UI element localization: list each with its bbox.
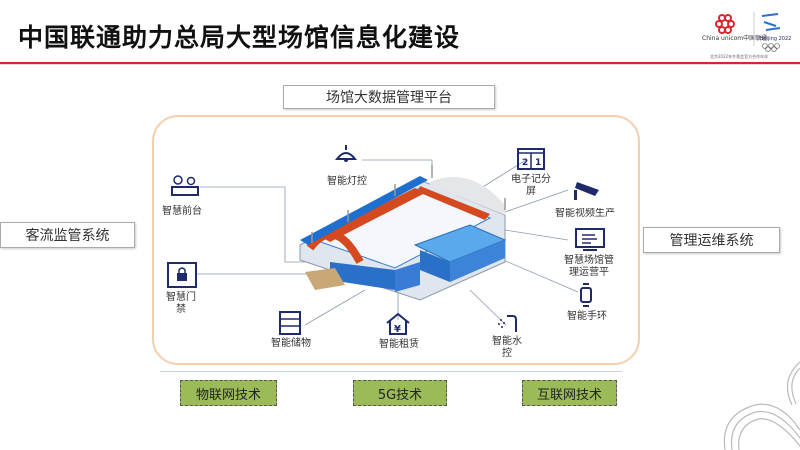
platform-box: 场馆大数据管理平台 xyxy=(283,85,495,109)
header-divider-shadow xyxy=(0,64,800,65)
camera-icon xyxy=(574,182,599,200)
right-system-box: 管理运维系统 xyxy=(643,227,780,253)
tech-internet: 互联网技术 xyxy=(522,380,617,406)
tech-5g: 5G技术 xyxy=(353,380,447,406)
svg-text:Beijing 2022: Beijing 2022 xyxy=(760,36,791,42)
feature-access: 智慧门禁 xyxy=(166,292,196,315)
smart-band-icon xyxy=(580,283,592,307)
shower-icon xyxy=(498,315,517,332)
feature-score: 电子记分屏 xyxy=(511,174,551,197)
china-unicom-logo: China unicom中国联通 Beijing 2022 北京2022年冬奥会… xyxy=(702,12,791,59)
front-desk-icon xyxy=(171,175,199,196)
feature-ops: 智慧场馆管理运营平 xyxy=(564,255,614,278)
left-system-box: 客流监管系统 xyxy=(0,222,135,248)
rental-house-icon: ¥ xyxy=(386,312,410,335)
door-lock-icon xyxy=(167,262,197,288)
ceiling-light-icon xyxy=(334,145,358,162)
header-divider xyxy=(0,62,800,64)
feature-front-desk: 智慧前台 xyxy=(162,206,202,217)
feature-water: 智能水控 xyxy=(492,336,522,359)
unicom-text: China unicom中国联通 xyxy=(702,34,767,42)
feature-rental: 智能租赁 xyxy=(379,339,419,350)
locker-icon xyxy=(279,311,301,335)
page-title: 中国联通助力总局大型场馆信息化建设 xyxy=(18,23,461,52)
svg-text:2: 2 xyxy=(522,158,528,168)
venue-container xyxy=(152,115,640,365)
feature-storage: 智能储物 xyxy=(271,338,311,349)
tech-iot: 物联网技术 xyxy=(180,380,277,406)
section-divider xyxy=(160,371,622,372)
svg-text:北京2022年冬奥会官方合作伙伴: 北京2022年冬奥会官方合作伙伴 xyxy=(710,53,768,59)
feature-video: 智能视频生产 xyxy=(555,208,615,219)
svg-text:1: 1 xyxy=(535,158,541,168)
decorative-knot-pattern xyxy=(723,361,800,450)
feature-band: 智能手环 xyxy=(567,311,607,322)
monitor-icon xyxy=(575,228,605,251)
feature-lighting: 智能灯控 xyxy=(327,176,367,187)
logo-area: China unicom中国联通 Beijing 2022 北京2022年冬奥会… xyxy=(700,8,795,60)
svg-text:¥: ¥ xyxy=(394,324,401,335)
